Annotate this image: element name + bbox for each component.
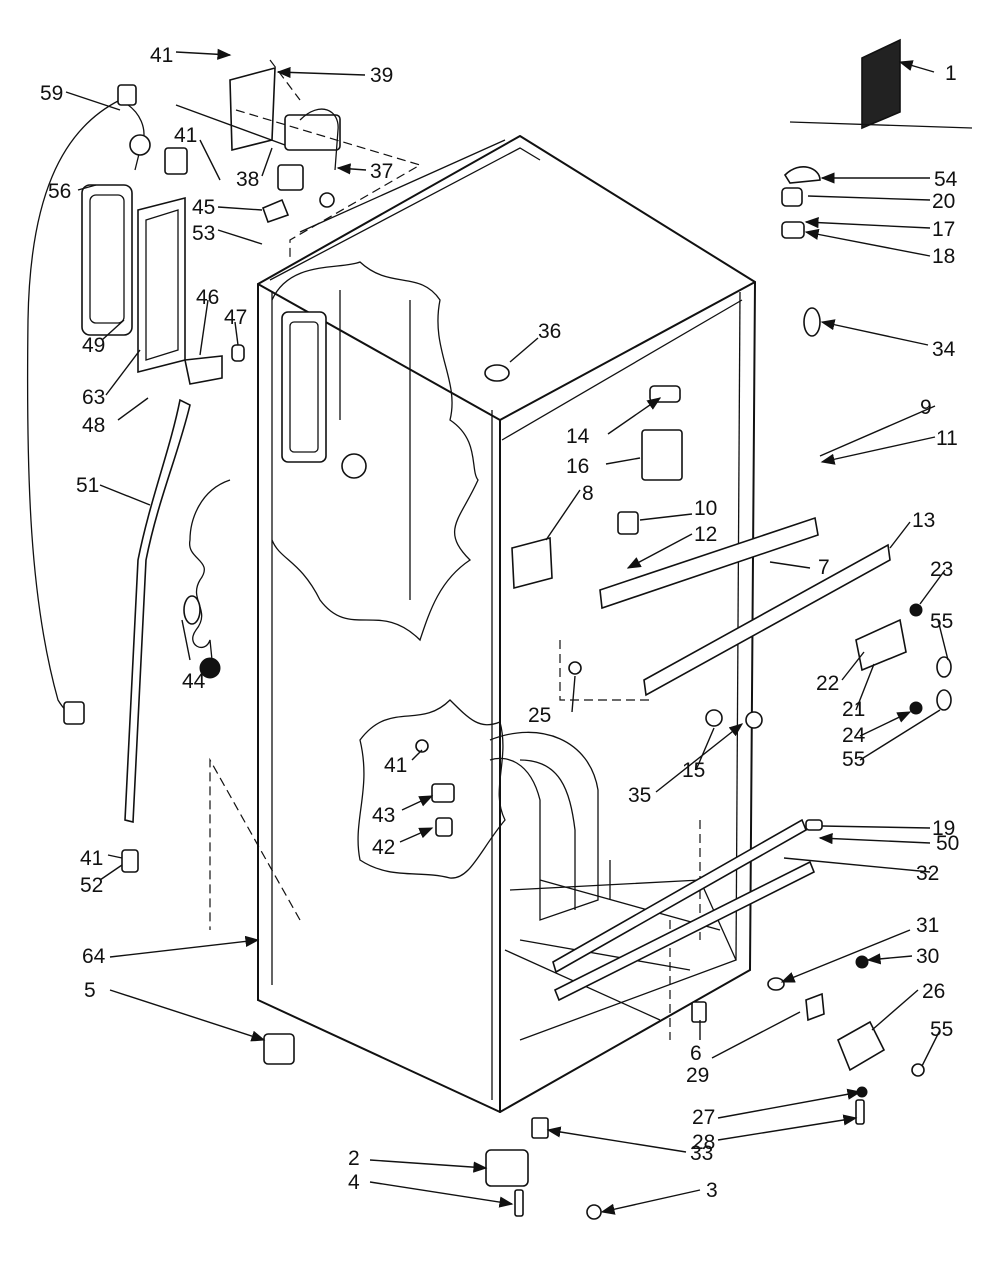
callout-31: 31 — [916, 914, 939, 937]
callout-44: 44 — [182, 670, 206, 693]
callout-4: 4 — [348, 1171, 360, 1194]
callout-11: 11 — [936, 427, 958, 450]
wiring-harness — [26, 84, 151, 725]
callout-29: 29 — [686, 1064, 709, 1087]
control-panel-parts — [164, 59, 422, 260]
callout-32: 32 — [916, 862, 939, 885]
callout-9: 9 — [920, 396, 932, 419]
callout-54: 54 — [934, 168, 958, 191]
callout-19: 19 — [932, 817, 955, 840]
callout-48: 48 — [82, 414, 105, 437]
water-tube — [121, 344, 245, 873]
callout-17: 17 — [932, 218, 955, 241]
callout-41-top: 41 — [150, 44, 173, 67]
callout-37: 37 — [370, 160, 393, 183]
callout-1: 1 — [945, 62, 957, 85]
callout-7: 7 — [818, 556, 830, 579]
callout-24: 24 — [842, 724, 866, 747]
callout-41-lower: 41 — [80, 847, 103, 870]
callout-46: 46 — [196, 286, 219, 309]
manual-sheet-part — [789, 38, 973, 130]
callout-50: 50 — [936, 832, 959, 855]
callout-leaders — [65, 48, 949, 1215]
hinge-and-shelf-parts — [263, 166, 952, 1220]
callout-13: 13 — [912, 509, 935, 532]
callout-27: 27 — [692, 1106, 715, 1129]
callout-39: 39 — [370, 64, 393, 87]
callout-53: 53 — [192, 222, 215, 245]
callout-12: 12 — [694, 523, 717, 546]
callout-52: 52 — [80, 874, 103, 897]
cabinet-shell — [209, 135, 756, 1113]
callout-63: 63 — [82, 386, 105, 409]
power-cord — [183, 479, 231, 679]
callout-16: 16 — [566, 455, 589, 478]
callout-41-middle: 41 — [384, 754, 407, 777]
ice-maker-cover — [81, 184, 186, 374]
callout-28: 28 — [692, 1131, 715, 1154]
callout-38: 38 — [236, 168, 259, 191]
callout-15: 15 — [682, 759, 705, 782]
callout-3: 3 — [706, 1179, 718, 1202]
callout-2: 2 — [348, 1147, 360, 1170]
callout-30: 30 — [916, 945, 939, 968]
callout-49: 49 — [82, 334, 105, 357]
callout-55-middle: 55 — [842, 748, 865, 771]
callout-21: 21 — [842, 698, 865, 721]
callout-34: 34 — [932, 338, 956, 361]
callout-14: 14 — [566, 425, 590, 448]
callout-8: 8 — [582, 482, 594, 505]
callout-33: 33 — [690, 1142, 713, 1165]
callout-18: 18 — [932, 245, 955, 268]
callout-42: 42 — [372, 836, 395, 859]
callout-36: 36 — [538, 320, 561, 343]
callout-10: 10 — [694, 497, 717, 520]
callout-23: 23 — [930, 558, 953, 581]
callout-26: 26 — [922, 980, 945, 1003]
callout-20: 20 — [932, 190, 955, 213]
callout-43: 43 — [372, 804, 395, 827]
callout-labels: 1 2 3 4 5 6 7 8 9 10 11 12 13 14 15 16 1… — [40, 44, 959, 1202]
callout-59: 59 — [40, 82, 63, 105]
callout-45: 45 — [192, 196, 215, 219]
callout-47: 47 — [224, 306, 247, 329]
callout-22: 22 — [816, 672, 839, 695]
callout-25: 25 — [528, 704, 551, 727]
callout-64: 64 — [82, 945, 106, 968]
callout-55-lower: 55 — [930, 1018, 953, 1041]
callout-55-upper: 55 — [930, 610, 953, 633]
callout-56: 56 — [48, 180, 71, 203]
callout-5: 5 — [84, 979, 96, 1002]
callout-51: 51 — [76, 474, 99, 497]
callout-35: 35 — [628, 784, 651, 807]
callout-41-upper: 41 — [174, 124, 197, 147]
callout-6: 6 — [690, 1042, 702, 1065]
